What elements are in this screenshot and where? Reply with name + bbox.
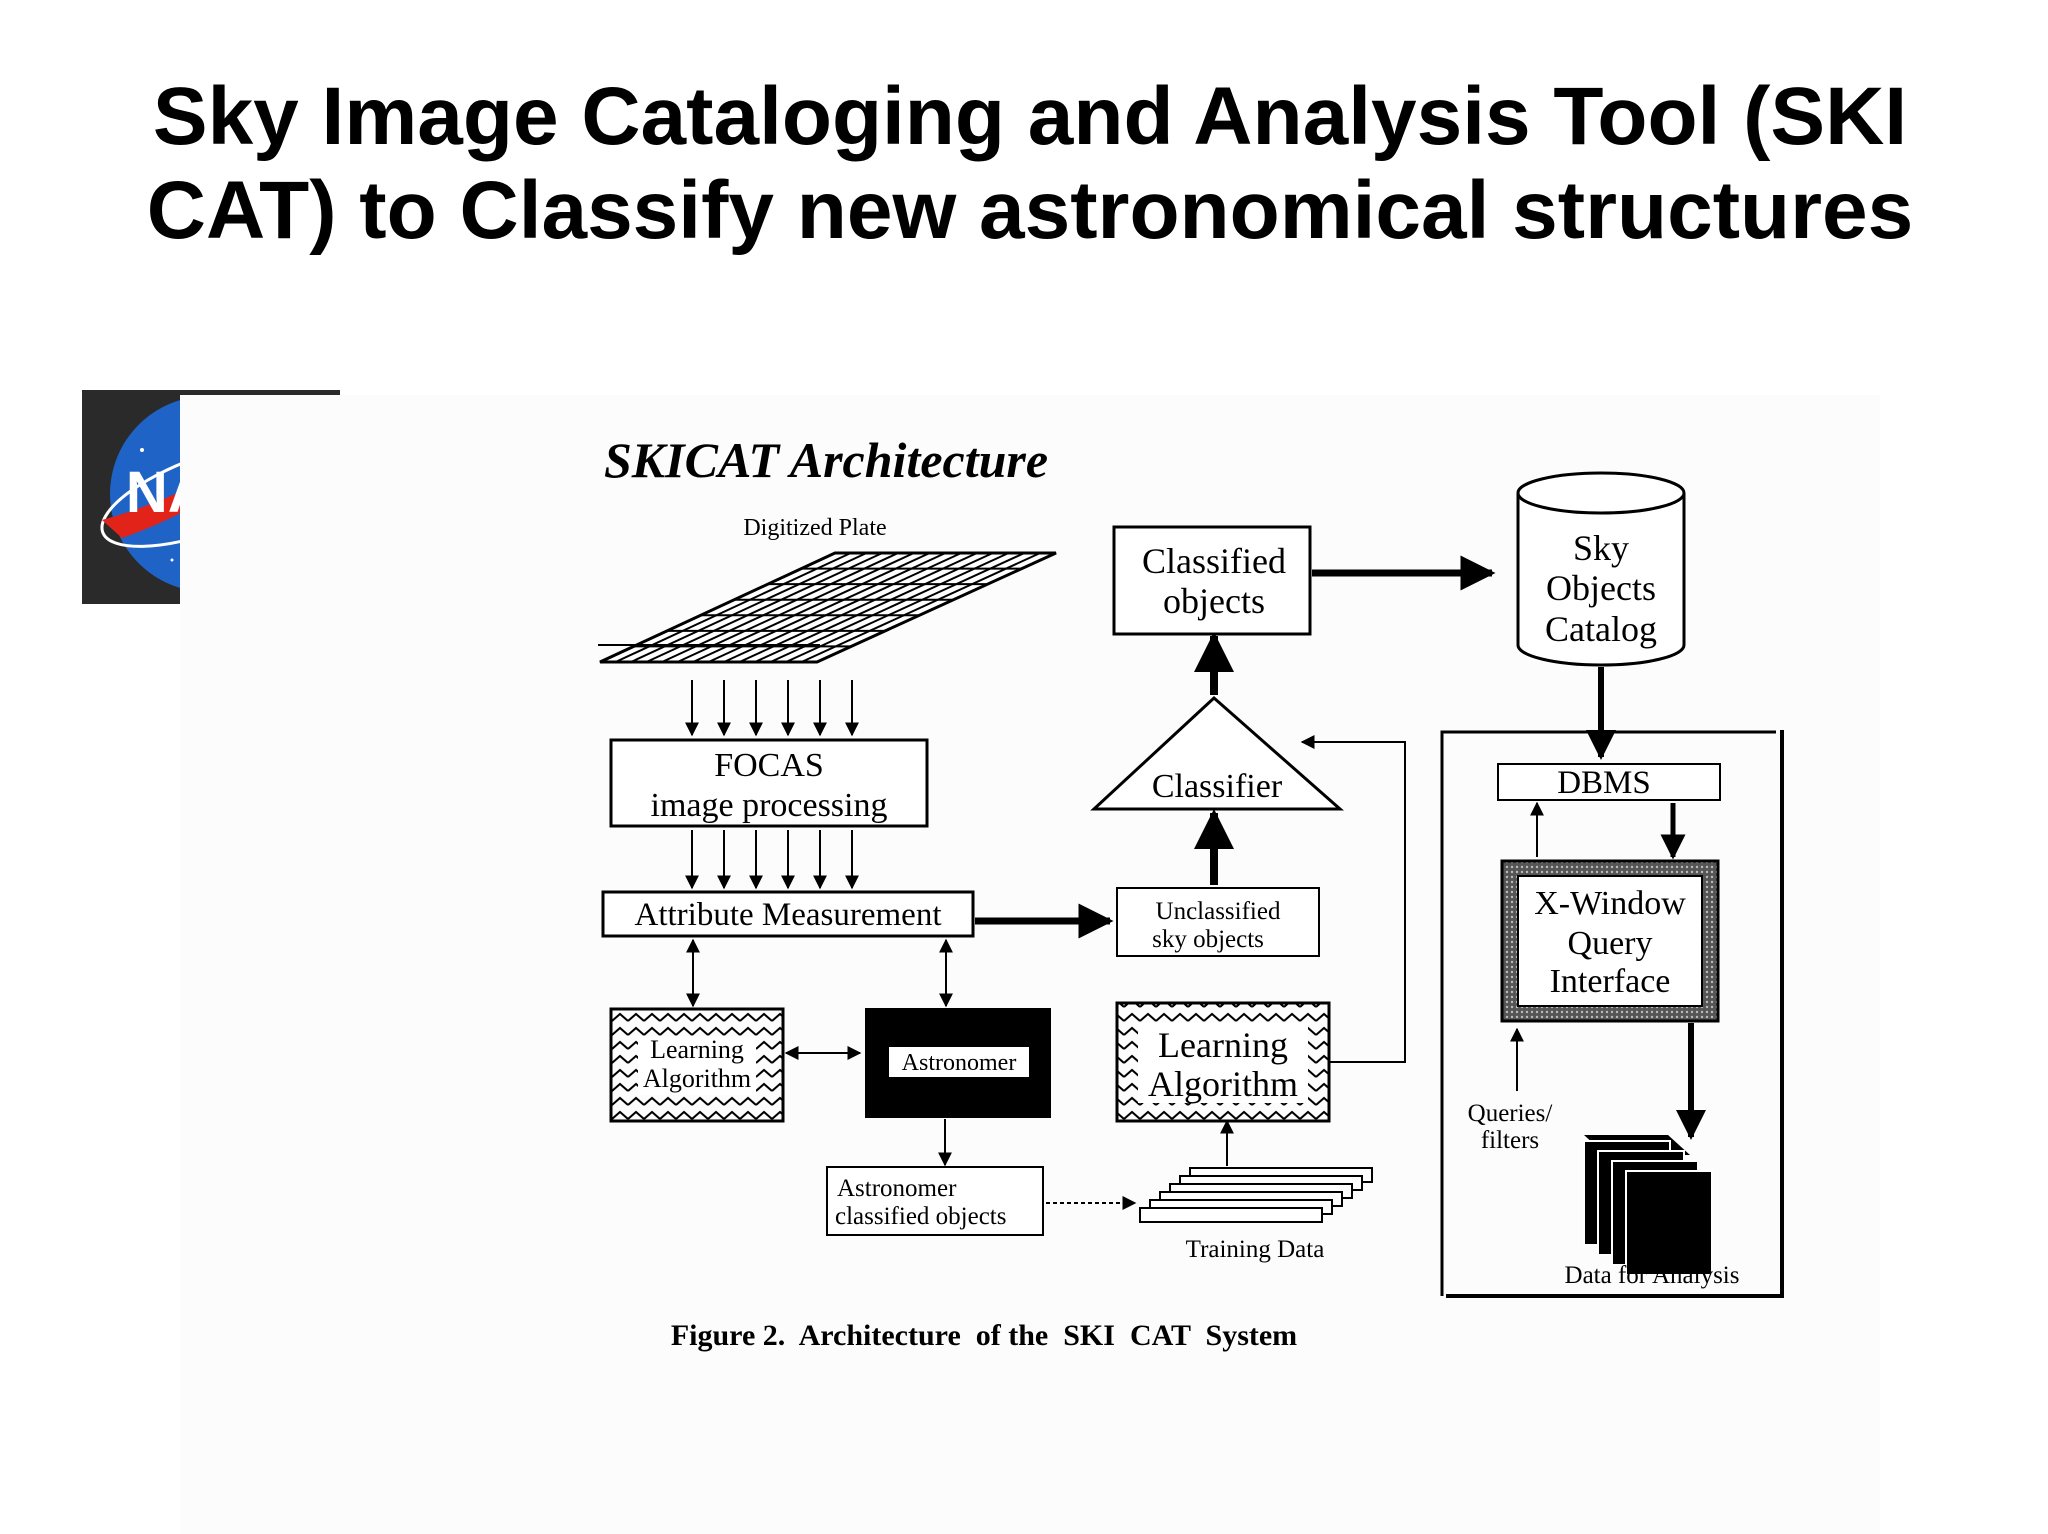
data-for-analysis-stack [1584, 1135, 1712, 1275]
title-line-1: Sky Image Cataloging and Analysis Tool (… [110, 70, 1950, 164]
catalog-line2: Objects [1546, 568, 1656, 608]
skicat-architecture-diagram: SKICAT Architecture Digitized Plate FOCA… [180, 395, 1880, 1534]
title-line-2: CAT) to Classify new astronomical struct… [110, 164, 1950, 258]
dbms-label: DBMS [1557, 765, 1651, 801]
digitized-plate-label: Digitized Plate [743, 515, 886, 541]
learning-left-line2: Algorithm [643, 1064, 751, 1093]
figure-panel: SKICAT Architecture Digitized Plate FOCA… [180, 395, 1880, 1534]
focas-to-attribute-arrows [692, 830, 852, 888]
unclassified-line2: sky objects [1152, 926, 1264, 953]
classifier-label: Classifier [1152, 768, 1283, 805]
figure-caption: Figure 2. Architecture of the SKI CAT Sy… [671, 1319, 1297, 1352]
unclassified-line1: Unclassified [1156, 898, 1281, 925]
xwindow-line3: Interface [1550, 963, 1671, 1000]
slide-title: Sky Image Cataloging and Analysis Tool (… [110, 70, 1950, 258]
catalog-line3: Catalog [1545, 609, 1657, 649]
xwindow-line2: Query [1568, 925, 1653, 962]
queries-line2: filters [1481, 1127, 1539, 1154]
learning-right-line2: Algorithm [1148, 1064, 1298, 1104]
plate-grid-lines [616, 553, 1041, 662]
xwindow-line1: X-Window [1534, 885, 1686, 922]
astronomer-classified-line1: Astronomer [837, 1175, 957, 1202]
queries-line1: Queries/ [1468, 1100, 1553, 1127]
plate-to-focas-arrows [692, 680, 852, 735]
learning-left-line1: Learning [650, 1035, 744, 1064]
diagram-heading: SKICAT Architecture [604, 432, 1048, 488]
astronomer-classified-line2: classified objects [835, 1203, 1006, 1230]
training-data-label: Training Data [1186, 1236, 1325, 1263]
training-data-stack [1140, 1168, 1372, 1222]
focas-subtitle: image processing [651, 787, 888, 824]
classified-line1: Classified [1142, 541, 1286, 581]
learning-right-line1: Learning [1158, 1025, 1288, 1065]
data-for-analysis-label: Data for Analysis [1565, 1262, 1740, 1289]
focas-title: FOCAS [714, 747, 824, 784]
catalog-line1: Sky [1573, 528, 1629, 568]
attribute-measurement-label: Attribute Measurement [635, 897, 942, 933]
astronomer-label: Astronomer [902, 1050, 1017, 1076]
classified-line2: objects [1163, 581, 1265, 621]
